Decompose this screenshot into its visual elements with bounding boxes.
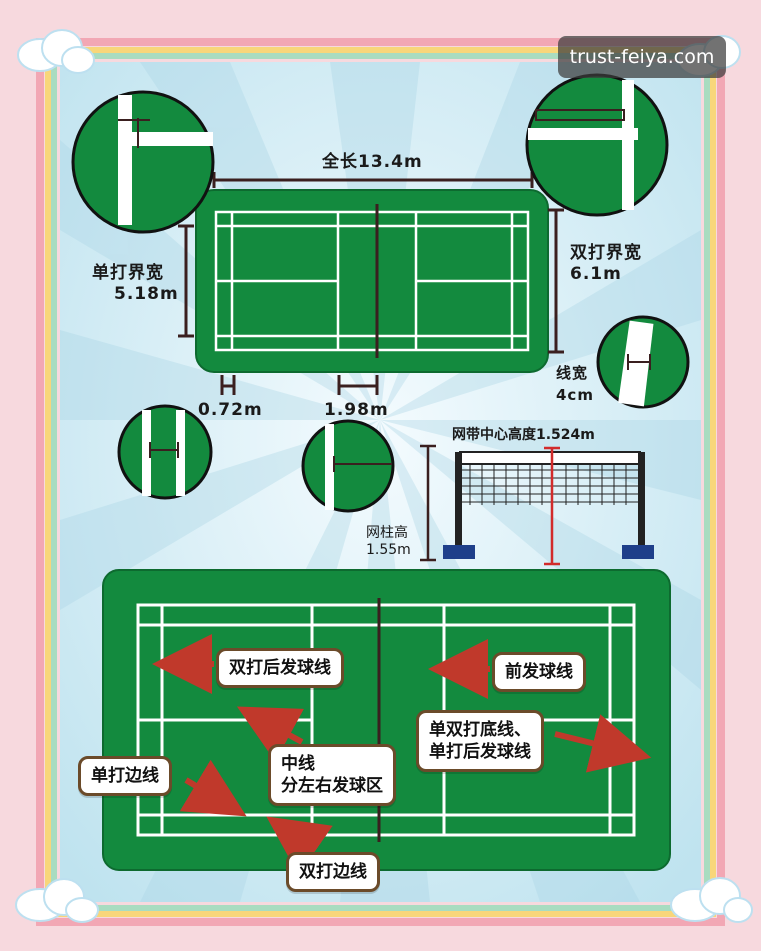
singles-width-label: 单打界宽 — [92, 263, 164, 283]
callout-center-line-line1: 中线 — [281, 754, 315, 774]
arrow-singles-sideline — [179, 759, 247, 817]
arrow-baseline — [554, 714, 652, 773]
zoom-circle-1-98 — [301, 419, 395, 513]
frame-outer — [36, 38, 725, 926]
callout-short-service: 前发球线 — [492, 652, 586, 692]
bottom-court — [102, 569, 671, 871]
callout-baseline-line2: 单打后发球线 — [429, 742, 531, 762]
callout-center-line-line2: 分左右发球区 — [281, 776, 383, 796]
callout-baseline: 单双打底线、 单打后发球线 — [416, 710, 544, 772]
dist-dimension-1 — [220, 375, 236, 395]
zoom-circle-top-right — [525, 73, 669, 217]
singles-width-value: 5.18m — [114, 284, 179, 304]
callout-doubles-long-service: 双打后发球线 — [216, 648, 344, 688]
singles-width-dimension — [178, 224, 194, 338]
zoom-circle-top-left — [71, 90, 215, 234]
line-width-value: 4cm — [556, 386, 594, 404]
callout-doubles-sideline: 双打边线 — [286, 852, 380, 892]
badminton-net — [443, 446, 654, 566]
callout-baseline-line1: 单双打底线、 — [429, 720, 531, 740]
frame-middle — [45, 47, 716, 917]
net-center-height-label: 网带中心高度1.524m — [452, 427, 595, 443]
cloud-icon — [17, 29, 95, 74]
cloud-icon — [15, 878, 99, 923]
frame-inner — [51, 53, 710, 911]
net-post-height-value: 1.55m — [366, 542, 411, 558]
zoom-circle-line-width — [596, 315, 690, 409]
dist-dimension-2 — [337, 375, 379, 395]
doubles-width-dimension — [548, 208, 564, 354]
dist-label-1: 0.72m — [198, 400, 263, 420]
watermark: trust-feiya.com — [558, 36, 726, 78]
doubles-width-label: 双打界宽 — [570, 243, 642, 263]
callout-singles-sideline: 单打边线 — [78, 756, 172, 796]
dist-label-2: 1.98m — [324, 400, 389, 420]
callout-center-line: 中线 分左右发球区 — [268, 744, 396, 806]
net-post-height-label: 网柱高 — [366, 525, 408, 541]
length-label: 全长13.4m — [322, 152, 423, 172]
top-court — [195, 189, 549, 373]
cloud-icon — [670, 877, 753, 923]
net-post-height-dimension — [420, 444, 436, 562]
doubles-width-value: 6.1m — [570, 264, 622, 284]
line-width-label: 线宽 — [556, 364, 589, 382]
zoom-circle-0-72 — [117, 404, 213, 500]
arrow-doubles-sideline — [266, 816, 333, 876]
arrow-center-line — [236, 706, 304, 762]
